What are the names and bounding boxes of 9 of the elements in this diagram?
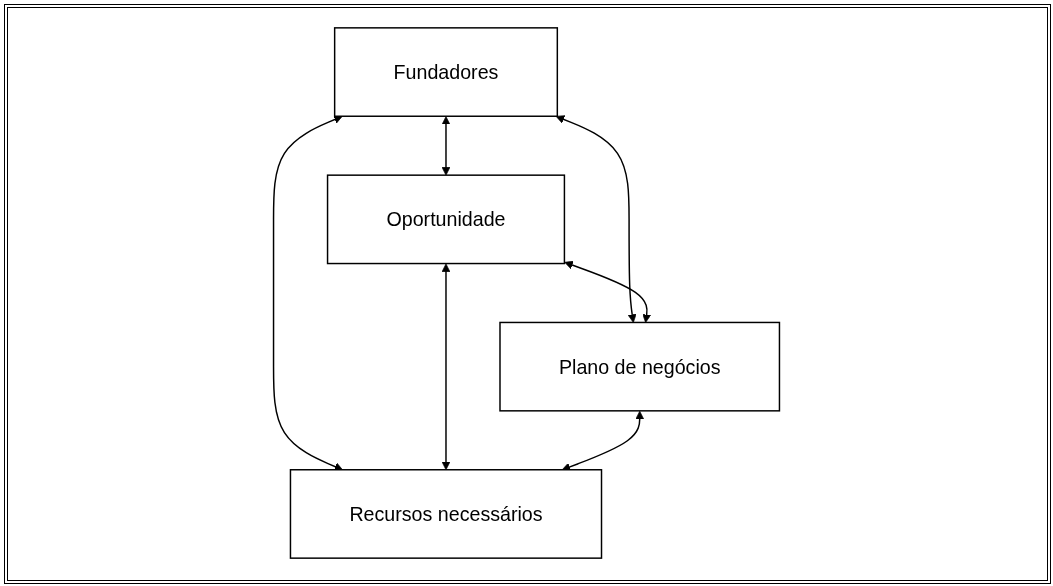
node-box: Fundadores: [333, 27, 559, 117]
node-box: Plano de negócios: [499, 321, 781, 412]
arrow: [441, 116, 451, 176]
arrow: [555, 115, 637, 323]
arrow: [564, 260, 651, 323]
node-box: Recursos necessários: [289, 469, 603, 559]
arrow: [272, 115, 343, 471]
node-box: Oportunidade: [326, 174, 566, 265]
arrow: [441, 263, 451, 471]
